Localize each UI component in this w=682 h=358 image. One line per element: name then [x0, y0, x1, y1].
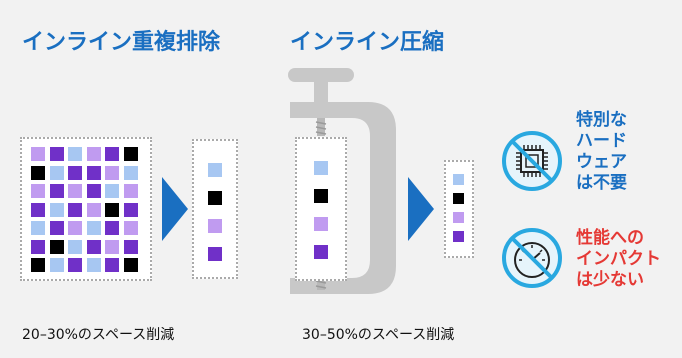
chip-prohibited-icon: [502, 131, 562, 191]
data-block: [68, 184, 82, 198]
data-block: [314, 161, 328, 175]
hardware-note-line: ウェア: [576, 152, 627, 172]
data-block: [123, 239, 138, 254]
performance-note-line: は少ない: [576, 270, 644, 290]
data-block: [68, 147, 82, 161]
data-block: [208, 247, 222, 261]
data-block: [49, 147, 64, 161]
data-block: [49, 184, 64, 198]
data-block: [123, 202, 138, 217]
data-block: [208, 191, 222, 205]
data-block: [31, 147, 45, 161]
hardware-note-line: 特別な: [576, 110, 627, 130]
performance-note-line: 性能への: [576, 228, 644, 248]
compress-source-blocks: [295, 137, 347, 281]
data-block: [314, 189, 328, 203]
data-block: [123, 165, 138, 180]
data-block: [453, 193, 464, 204]
data-block: [31, 184, 45, 198]
data-block: [31, 258, 45, 272]
data-block: [31, 165, 45, 180]
data-block: [453, 231, 464, 242]
data-block: [105, 184, 119, 198]
data-block: [31, 221, 45, 235]
data-block: [314, 245, 328, 259]
data-block: [453, 174, 464, 185]
clamp-icon: [288, 68, 396, 294]
data-block: [123, 221, 138, 235]
dedup-arrow: [162, 177, 188, 241]
data-block: [314, 217, 328, 231]
compress-result-blocks: [444, 160, 474, 258]
data-block: [105, 258, 119, 272]
data-block: [105, 221, 119, 235]
data-block: [123, 147, 138, 161]
data-block: [49, 202, 64, 217]
data-block: [453, 212, 464, 223]
data-block: [31, 239, 45, 254]
data-block: [49, 258, 64, 272]
no-special-hardware-note: 特別な ハード ウェア は不要: [576, 110, 627, 194]
data-block: [123, 258, 138, 272]
data-block: [86, 147, 101, 161]
data-block: [49, 221, 64, 235]
data-block: [68, 221, 82, 235]
data-block: [49, 165, 64, 180]
compress-caption: 30–50%のスペース削減: [302, 327, 455, 343]
data-block: [49, 239, 64, 254]
data-block: [68, 239, 82, 254]
data-block: [105, 147, 119, 161]
data-block: [86, 239, 101, 254]
dedup-source-blocks: [20, 137, 152, 281]
data-block: [68, 202, 82, 217]
data-block: [86, 184, 101, 198]
data-block: [208, 219, 222, 233]
performance-note-line: インパクト: [576, 249, 661, 269]
data-block: [68, 258, 82, 272]
data-block: [105, 165, 119, 180]
data-block: [105, 239, 119, 254]
data-block: [86, 258, 101, 272]
data-block: [68, 165, 82, 180]
data-block: [208, 163, 222, 177]
data-block: [31, 202, 45, 217]
gauge-prohibited-icon: [502, 228, 562, 288]
hardware-note-line: は不要: [576, 173, 627, 193]
data-block: [105, 202, 119, 217]
dedup-result-blocks: [192, 139, 238, 279]
low-performance-impact-note: 性能への インパクト は少ない: [576, 228, 661, 291]
data-block: [123, 184, 138, 198]
compress-arrow: [408, 177, 434, 241]
dedup-caption: 20–30%のスペース削減: [22, 327, 175, 343]
dedup-title: インライン重複排除: [22, 30, 221, 55]
data-block: [86, 165, 101, 180]
hardware-note-line: ハード: [576, 131, 627, 151]
data-block: [86, 202, 101, 217]
compress-title: インライン圧縮: [290, 30, 445, 55]
data-block: [86, 221, 101, 235]
